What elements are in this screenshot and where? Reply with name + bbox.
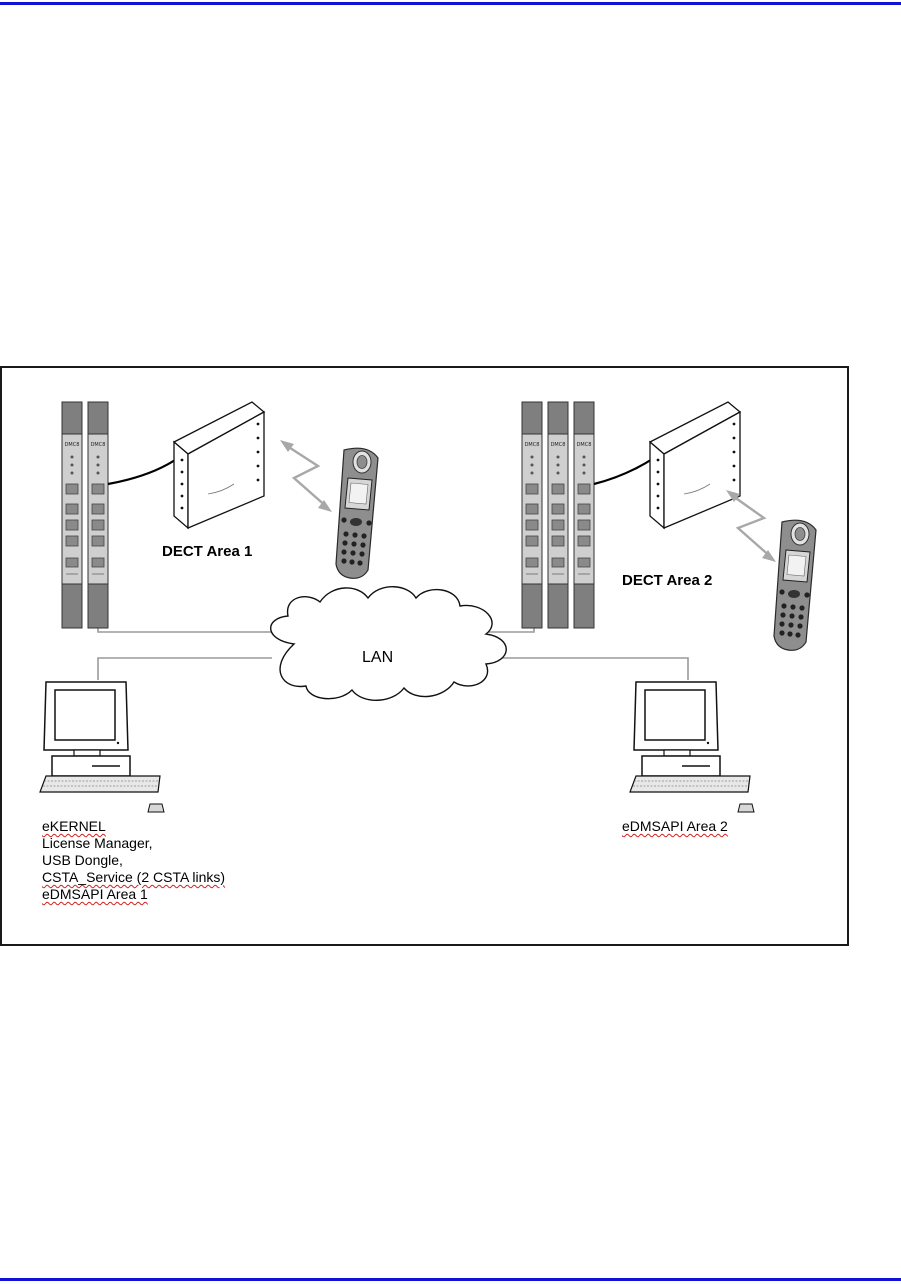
radio-link-icon	[280, 440, 332, 512]
desktop-pc-icon	[629, 681, 755, 813]
pc1-label-ekernel: eKERNEL	[42, 818, 106, 835]
dect-board-icon	[521, 401, 543, 629]
dect-board-icon	[573, 401, 595, 629]
base-station-icon	[172, 401, 266, 530]
pc1-line4: CSTA_Service (2 CSTA links)	[42, 869, 226, 885]
link-pc2-to-lan	[502, 657, 689, 680]
pc1-label-edmsapi: eDMSAPI Area 1	[42, 886, 148, 903]
network-diagram: DMC8	[0, 366, 849, 946]
top-rule	[0, 2, 901, 5]
bottom-rule	[0, 1278, 901, 1281]
board-to-base-cable	[593, 457, 655, 486]
board-to-base-cable	[107, 457, 179, 486]
link-pc1-to-lan	[97, 657, 272, 680]
dect-board-icon	[61, 401, 83, 629]
dect-board-icon	[547, 401, 569, 629]
lan-cloud-icon	[270, 586, 507, 701]
lan-label: LAN	[362, 649, 394, 666]
pc1-line1: eKERNEL	[42, 818, 106, 834]
radio-link-icon	[726, 490, 776, 562]
diagram-canvas: DMC8	[39, 401, 817, 813]
dect-area-2-label: DECT Area 2	[622, 572, 713, 589]
dect-handset-icon	[335, 447, 379, 579]
pc2-label-edmsapi: eDMSAPI Area 2	[622, 818, 728, 835]
dect-area-1-label: DECT Area 1	[162, 543, 253, 560]
base-station-icon	[648, 401, 742, 530]
desktop-pc-icon	[39, 681, 165, 813]
pc1-label-license: License Manager,	[42, 835, 153, 851]
pc2-line1: eDMSAPI Area 2	[622, 818, 728, 834]
dect-handset-icon	[773, 519, 817, 651]
pc1-label-csta: CSTA_Service (2 CSTA links)	[42, 869, 225, 886]
pc1-label-dongle: USB Dongle,	[42, 852, 123, 868]
pc1-line5: eDMSAPI Area 1	[42, 886, 148, 902]
dect-board-icon	[87, 401, 109, 629]
